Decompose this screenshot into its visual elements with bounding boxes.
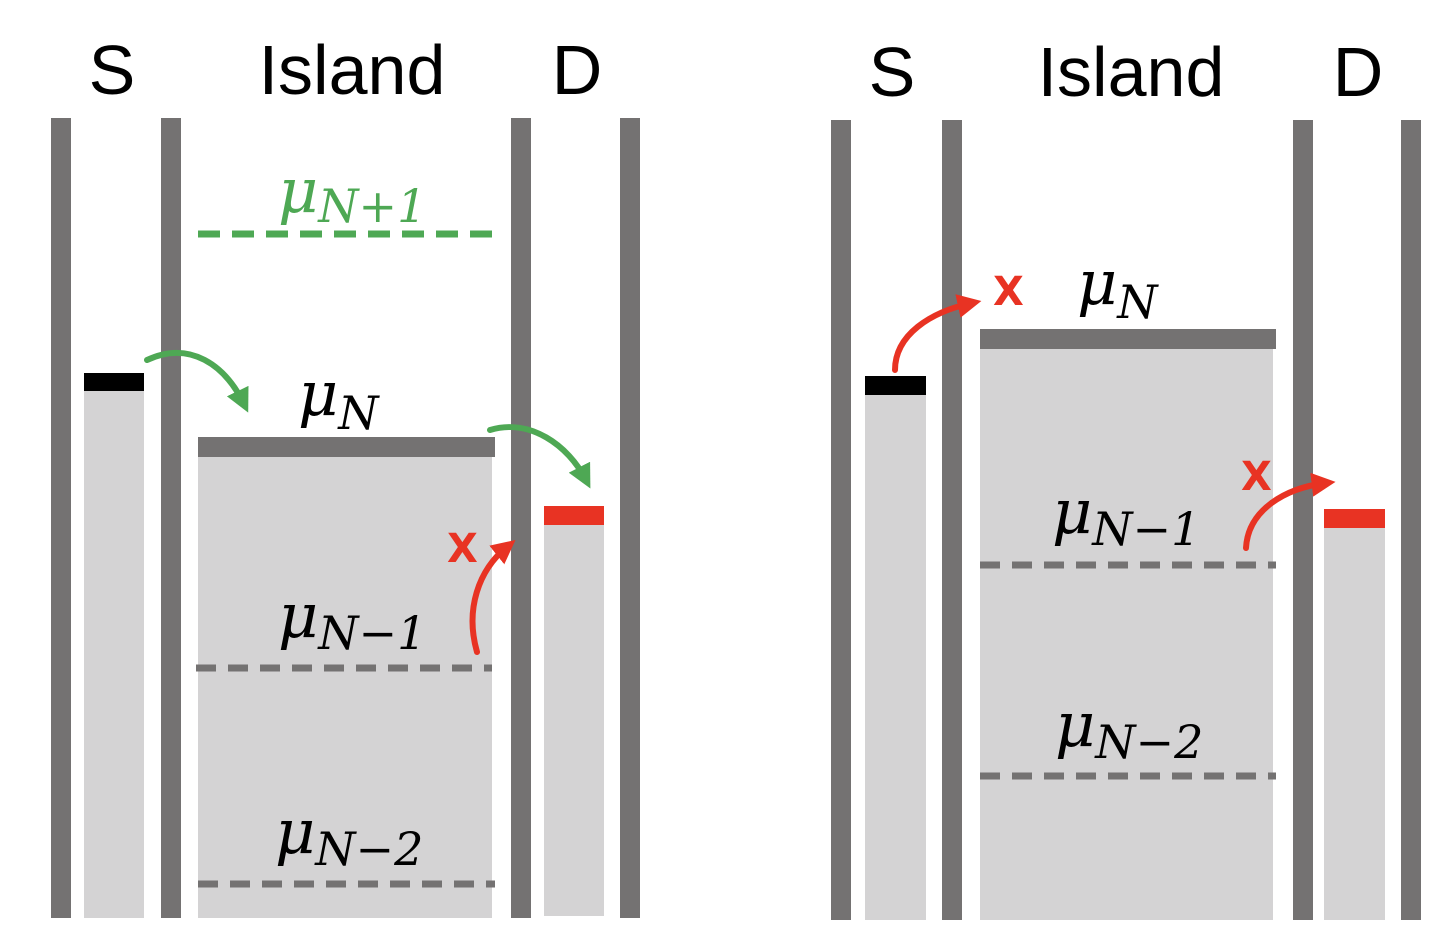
mu-subscript: N−1 <box>1091 502 1200 556</box>
mu-n-label: μN <box>298 357 380 440</box>
source-to-island-arrow <box>144 349 249 413</box>
mu-symbol: μ <box>278 579 318 652</box>
mu-n-minus-2-label: μN−2 <box>1055 688 1203 769</box>
mu-subscript: N+1 <box>317 179 426 233</box>
drain-fermi-level <box>1324 509 1385 528</box>
mu-n-minus-1-label: μN−1 <box>1052 475 1200 556</box>
source-blocked-arrow <box>892 294 982 373</box>
drain-header: D <box>1333 33 1384 111</box>
island-drain-barrier <box>511 118 531 918</box>
mu-symbol: μ <box>1052 475 1092 548</box>
source-island-barrier <box>942 120 962 920</box>
mu-n-label: μN <box>1077 246 1159 329</box>
drain-blocked-x-mark: X <box>1241 454 1272 500</box>
island-filled-states <box>980 348 1273 920</box>
island-to-drain-arrow <box>487 424 591 489</box>
island-filled-states <box>198 457 492 918</box>
mu-n-plus-1-label: μN+1 <box>278 154 426 233</box>
drain-outer-wall <box>1401 120 1421 920</box>
left-panel: S Island D μN+1 μN μN−1 μN−2 <box>51 31 640 918</box>
island-header: Island <box>259 31 446 109</box>
source-outer-wall <box>51 118 71 918</box>
island-header: Island <box>1038 33 1225 111</box>
right-panel: S Island D μN μN−1 μN−2 X <box>831 33 1421 920</box>
source-blocked-x-mark: X <box>993 269 1024 315</box>
source-filled-states <box>84 390 144 918</box>
blocked-x-mark: X <box>447 526 478 572</box>
mu-symbol: μ <box>298 357 338 430</box>
drain-blocked-arrow <box>1243 472 1336 551</box>
mu-n-minus-2-label: μN−2 <box>275 795 423 876</box>
drain-filled-states <box>1324 527 1385 920</box>
source-fermi-level <box>865 376 926 395</box>
blocked-tunneling-arrow <box>469 539 516 655</box>
island-drain-barrier <box>1293 120 1313 920</box>
mu-symbol: μ <box>1055 688 1095 761</box>
drain-header: D <box>552 31 603 109</box>
mu-subscript: N−2 <box>1094 715 1203 769</box>
source-fermi-level <box>84 373 144 391</box>
mu-subscript: N−1 <box>317 606 426 660</box>
mu-subscript: N <box>337 386 380 440</box>
mu-n-minus-1-label: μN−1 <box>278 579 426 660</box>
mu-subscript: N <box>1116 275 1159 329</box>
source-island-barrier <box>161 118 181 918</box>
mu-subscript: N−2 <box>314 822 423 876</box>
mu-symbol: μ <box>1077 246 1117 319</box>
source-outer-wall <box>831 120 851 920</box>
mu-symbol: μ <box>278 154 318 227</box>
drain-filled-states <box>544 524 604 916</box>
source-header: S <box>89 31 136 109</box>
mu-symbol: μ <box>275 795 315 868</box>
drain-fermi-level <box>544 506 604 525</box>
mu-n-level <box>198 437 495 457</box>
source-filled-states <box>865 394 926 920</box>
source-header: S <box>869 33 916 111</box>
drain-outer-wall <box>620 118 640 918</box>
mu-n-level <box>980 329 1276 349</box>
